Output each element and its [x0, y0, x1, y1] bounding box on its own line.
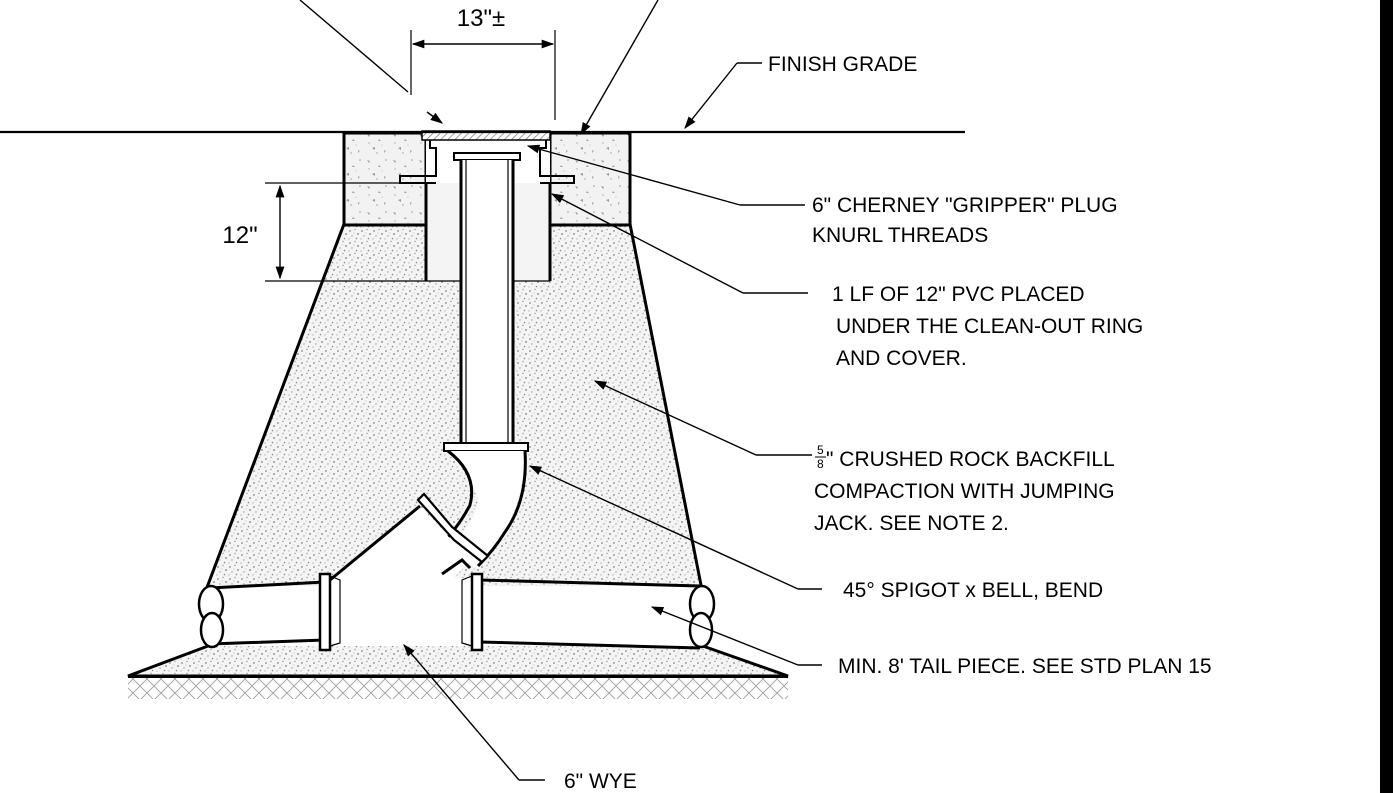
depth-dimension: 12" — [222, 182, 426, 282]
concrete-collar-right — [548, 131, 632, 227]
plug-label-line1: 6" CHERNEY "GRIPPER" PLUG — [812, 194, 1118, 217]
pvc-label-line2: UNDER THE CLEAN-OUT RING — [836, 315, 1143, 338]
rock-label-line3: JACK. SEE NOTE 2. — [814, 512, 1009, 535]
pvc-label-line3: AND COVER. — [836, 347, 967, 370]
rock-fraction-denominator: 8 — [817, 457, 824, 471]
wye-fitting — [318, 492, 490, 652]
callout-bend: 45° SPIGOT x BELL, BEND — [528, 465, 1103, 602]
rock-label-line2: COMPACTION WITH JUMPING — [814, 480, 1115, 503]
dim-top-width-label: 13"± — [457, 5, 505, 32]
callout-tail-piece: MIN. 8' TAIL PIECE. SEE STD PLAN 15 — [650, 606, 1212, 678]
concrete-collar-left — [342, 131, 428, 227]
sheet-border-bar — [1380, 0, 1393, 793]
riser-pipe — [459, 160, 515, 446]
callout-gripper-plug: 6" CHERNEY "GRIPPER" PLUG KNURL THREADS — [526, 144, 1118, 247]
wye-label: 6" WYE — [564, 770, 637, 793]
callout-wye: 6" WYE — [403, 644, 637, 793]
rock-label-line1: " CRUSHED ROCK BACKFILL — [826, 448, 1115, 471]
rock-fraction-numerator: 5 — [817, 443, 824, 457]
callout-pvc-sleeve: 1 LF OF 12" PVC PLACED UNDER THE CLEAN-O… — [550, 193, 1143, 370]
gripper-plug — [453, 152, 521, 161]
finish-grade-label: FINISH GRADE — [768, 53, 917, 76]
pvc-label-line1: 1 LF OF 12" PVC PLACED — [832, 283, 1085, 306]
callout-finish-grade: FINISH GRADE — [684, 53, 917, 129]
native-earth — [128, 676, 788, 699]
dim-depth-label: 12" — [222, 222, 257, 249]
top-width-dimension: 13"± — [299, 0, 659, 136]
tail-piece-label: MIN. 8' TAIL PIECE. SEE STD PLAN 15 — [838, 655, 1212, 678]
bend-label: 45° SPIGOT x BELL, BEND — [843, 579, 1103, 602]
plug-label-line2: KNURL THREADS — [812, 224, 988, 247]
callout-crushed-rock: 5 8 " CRUSHED ROCK BACKFILL COMPACTION W… — [593, 380, 1115, 535]
